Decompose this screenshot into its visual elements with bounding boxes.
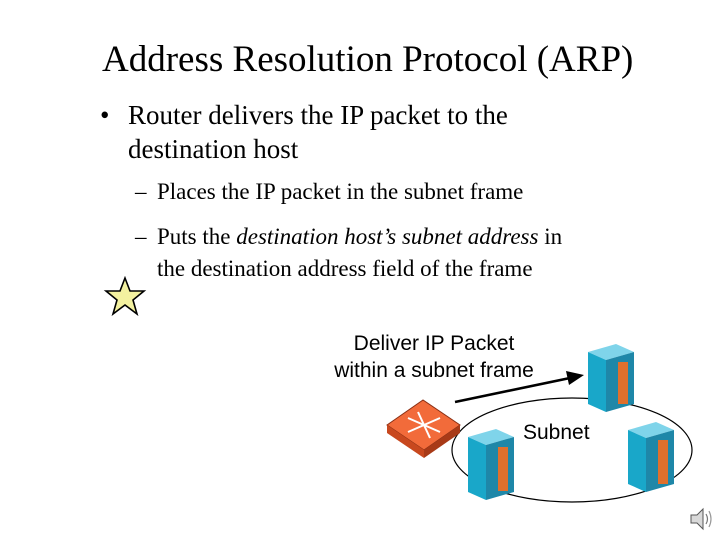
sub-bullet-2-continuation: the destination address field of the fra… [157, 256, 533, 281]
delivery-arrow [454, 371, 584, 404]
deliver-label-line-1: Deliver IP Packet [353, 332, 515, 355]
subnet-ring [451, 397, 693, 503]
subnet-label: Subnet [523, 421, 590, 444]
server-icon [628, 422, 674, 492]
deliver-label-line-2: within a subnet frame [334, 359, 534, 382]
sub-bullet-marker: – [135, 224, 147, 249]
bullet-text: Router delivers the IP packet to the des… [128, 100, 508, 164]
sub-bullet-prefix: Puts the [157, 224, 237, 249]
speaker-icon[interactable] [688, 505, 714, 533]
server-icon [468, 429, 514, 500]
bullet-marker: • [100, 100, 110, 130]
router-icon [386, 399, 461, 458]
sub-bullet-emphasis: destination host’s subnet address [236, 224, 539, 249]
sub-bullet-text: Puts the destination host’s subnet addre… [157, 222, 562, 252]
sub-bullet-text: Places the IP packet in the subnet frame [157, 179, 524, 204]
server-icon [588, 344, 634, 412]
sub-bullet-suffix: in [538, 224, 563, 249]
star-icon [103, 276, 147, 316]
slide-title: Address Resolution Protocol (ARP) [102, 39, 634, 80]
deliver-label: Deliver IP Packet within a subnet frame [300, 330, 568, 384]
sub-bullet-marker: – [135, 179, 147, 204]
